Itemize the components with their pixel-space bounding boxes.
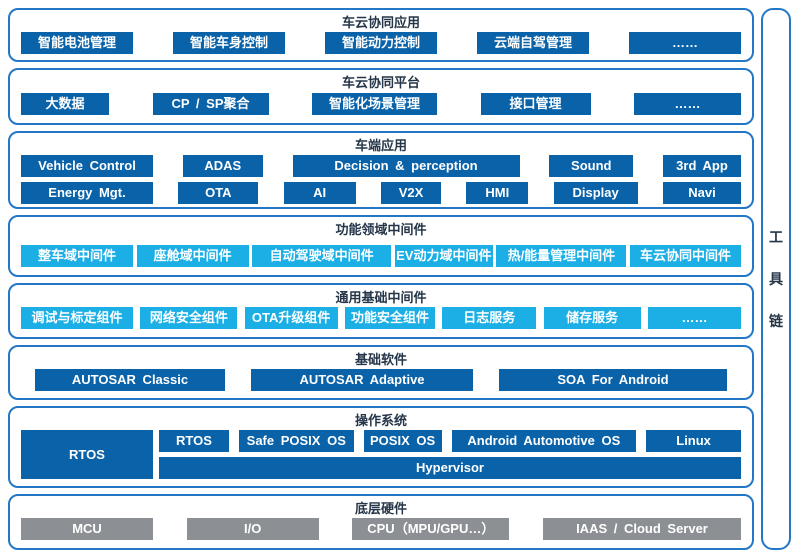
domain-middleware-item: EV动力域中间件 [394, 245, 493, 267]
toolchain-char: 具 [769, 271, 783, 287]
os-item: Linux [646, 430, 741, 452]
vehicle-app-item: HMI [466, 182, 529, 204]
common-middleware-item: 储存服务 [543, 307, 641, 329]
os-item: Android Automotive OS [451, 430, 637, 452]
common-middleware-item: 日志服务 [442, 307, 537, 329]
domain-middleware-item: 座舱域中间件 [136, 245, 249, 267]
toolchain-char: 工 [769, 229, 783, 245]
common-middleware-item: 功能安全组件 [344, 307, 435, 329]
os-body: RTOS RTOS Safe POSIX OS POSIX OS Android… [21, 430, 741, 479]
base-software-row: AUTOSAR Classic AUTOSAR Adaptive SOA For… [21, 369, 741, 391]
hardware-item: I/O [186, 518, 319, 540]
toolchain-bar: 工 具 链 [761, 8, 791, 550]
cloud-platform-item-ellipsis: …… [634, 93, 741, 115]
hardware-item: CPU（MPU/GPU…） [352, 518, 510, 540]
os-item: Safe POSIX OS [238, 430, 354, 452]
section-vehicle-apps: 车端应用 Vehicle Control ADAS Decision & per… [8, 131, 754, 209]
domain-middleware-item: 整车域中间件 [21, 245, 133, 267]
section-title: 车云协同应用 [341, 15, 420, 30]
vehicle-app-item: Decision & perception [292, 155, 520, 177]
vehicle-app-item: OTA [178, 182, 259, 204]
section-title: 通用基础中间件 [335, 290, 427, 305]
base-software-item: SOA For Android [499, 369, 727, 391]
cloud-app-item-ellipsis: …… [629, 32, 741, 54]
vehicle-app-item: Navi [662, 182, 741, 204]
hardware-item: IAAS / Cloud Server [542, 518, 741, 540]
domain-middleware-item: 自动驾驶域中间件 [252, 245, 392, 267]
section-title: 操作系统 [354, 413, 407, 428]
cloud-app-item: 智能电池管理 [21, 32, 133, 54]
section-cloud-apps: 车云协同应用 智能电池管理 智能车身控制 智能动力控制 云端自驾管理 …… [8, 8, 754, 62]
common-middleware-item: OTA升级组件 [244, 307, 338, 329]
os-hypervisor-bar: Hypervisor [159, 457, 741, 479]
section-common-middleware: 通用基础中间件 调试与标定组件 网络安全组件 OTA升级组件 功能安全组件 日志… [8, 283, 754, 339]
base-software-item: AUTOSAR Classic [35, 369, 225, 391]
os-row: RTOS Safe POSIX OS POSIX OS Android Auto… [159, 430, 741, 452]
vehicle-apps-row-2: Energy Mgt. OTA AI V2X HMI Display Navi [21, 182, 741, 204]
section-title: 基础软件 [354, 352, 407, 367]
vehicle-app-item: Sound [549, 155, 634, 177]
section-title: 车端应用 [354, 138, 407, 153]
common-middleware-item: 调试与标定组件 [21, 307, 133, 329]
vehicle-app-item: Vehicle Control [21, 155, 153, 177]
cloud-app-item: 智能动力控制 [325, 32, 437, 54]
vehicle-app-item: AI [283, 182, 356, 204]
vehicle-app-item: 3rd App [663, 155, 741, 177]
domain-middleware-item: 热/能量管理中间件 [496, 245, 627, 267]
cloud-app-item: 云端自驾管理 [477, 32, 589, 54]
section-title: 车云协同平台 [341, 75, 420, 90]
section-title: 底层硬件 [354, 501, 407, 516]
vehicle-app-item: Energy Mgt. [21, 182, 153, 204]
base-software-item: AUTOSAR Adaptive [251, 369, 473, 391]
section-title: 功能领域中间件 [335, 222, 427, 237]
layer-stack: 车云协同应用 智能电池管理 智能车身控制 智能动力控制 云端自驾管理 …… 车云… [8, 8, 754, 550]
section-base-software: 基础软件 AUTOSAR Classic AUTOSAR Adaptive SO… [8, 345, 754, 400]
section-domain-middleware: 功能领域中间件 整车域中间件 座舱域中间件 自动驾驶域中间件 EV动力域中间件 … [8, 215, 754, 277]
domain-middleware-item: 车云协同中间件 [629, 245, 741, 267]
cloud-platform-item: 智能化场景管理 [312, 93, 437, 115]
os-rtos-big-box: RTOS [21, 430, 153, 479]
domain-middleware-row: 整车域中间件 座舱域中间件 自动驾驶域中间件 EV动力域中间件 热/能量管理中间… [21, 245, 741, 267]
common-middleware-row: 调试与标定组件 网络安全组件 OTA升级组件 功能安全组件 日志服务 储存服务 … [21, 307, 741, 329]
toolchain-char: 链 [769, 313, 783, 329]
vehicle-app-item: V2X [380, 182, 441, 204]
section-os: 操作系统 RTOS RTOS Safe POSIX OS POSIX OS An… [8, 406, 754, 488]
cloud-apps-row: 智能电池管理 智能车身控制 智能动力控制 云端自驾管理 …… [21, 32, 741, 54]
os-item: RTOS [159, 430, 229, 452]
cloud-platform-row: 大数据 CP / SP聚合 智能化场景管理 接口管理 …… [21, 93, 741, 115]
cloud-app-item: 智能车身控制 [173, 32, 285, 54]
hardware-item: MCU [21, 518, 153, 540]
vehicle-apps-rows: Vehicle Control ADAS Decision & percepti… [21, 155, 741, 204]
section-hardware: 底层硬件 MCU I/O CPU（MPU/GPU…） IAAS / Cloud … [8, 494, 754, 550]
vehicle-apps-row-1: Vehicle Control ADAS Decision & percepti… [21, 155, 741, 177]
common-middleware-item: 网络安全组件 [140, 307, 238, 329]
os-right-group: RTOS Safe POSIX OS POSIX OS Android Auto… [159, 430, 741, 479]
os-item: POSIX OS [363, 430, 442, 452]
vehicle-app-item: ADAS [182, 155, 263, 177]
cloud-platform-item: 大数据 [21, 93, 109, 115]
vehicle-app-item: Display [553, 182, 638, 204]
hardware-row: MCU I/O CPU（MPU/GPU…） IAAS / Cloud Serve… [21, 518, 741, 540]
common-middleware-item-ellipsis: …… [647, 307, 741, 329]
section-cloud-platform: 车云协同平台 大数据 CP / SP聚合 智能化场景管理 接口管理 …… [8, 68, 754, 125]
cloud-platform-item: CP / SP聚合 [152, 93, 269, 115]
cloud-platform-item: 接口管理 [480, 93, 591, 115]
